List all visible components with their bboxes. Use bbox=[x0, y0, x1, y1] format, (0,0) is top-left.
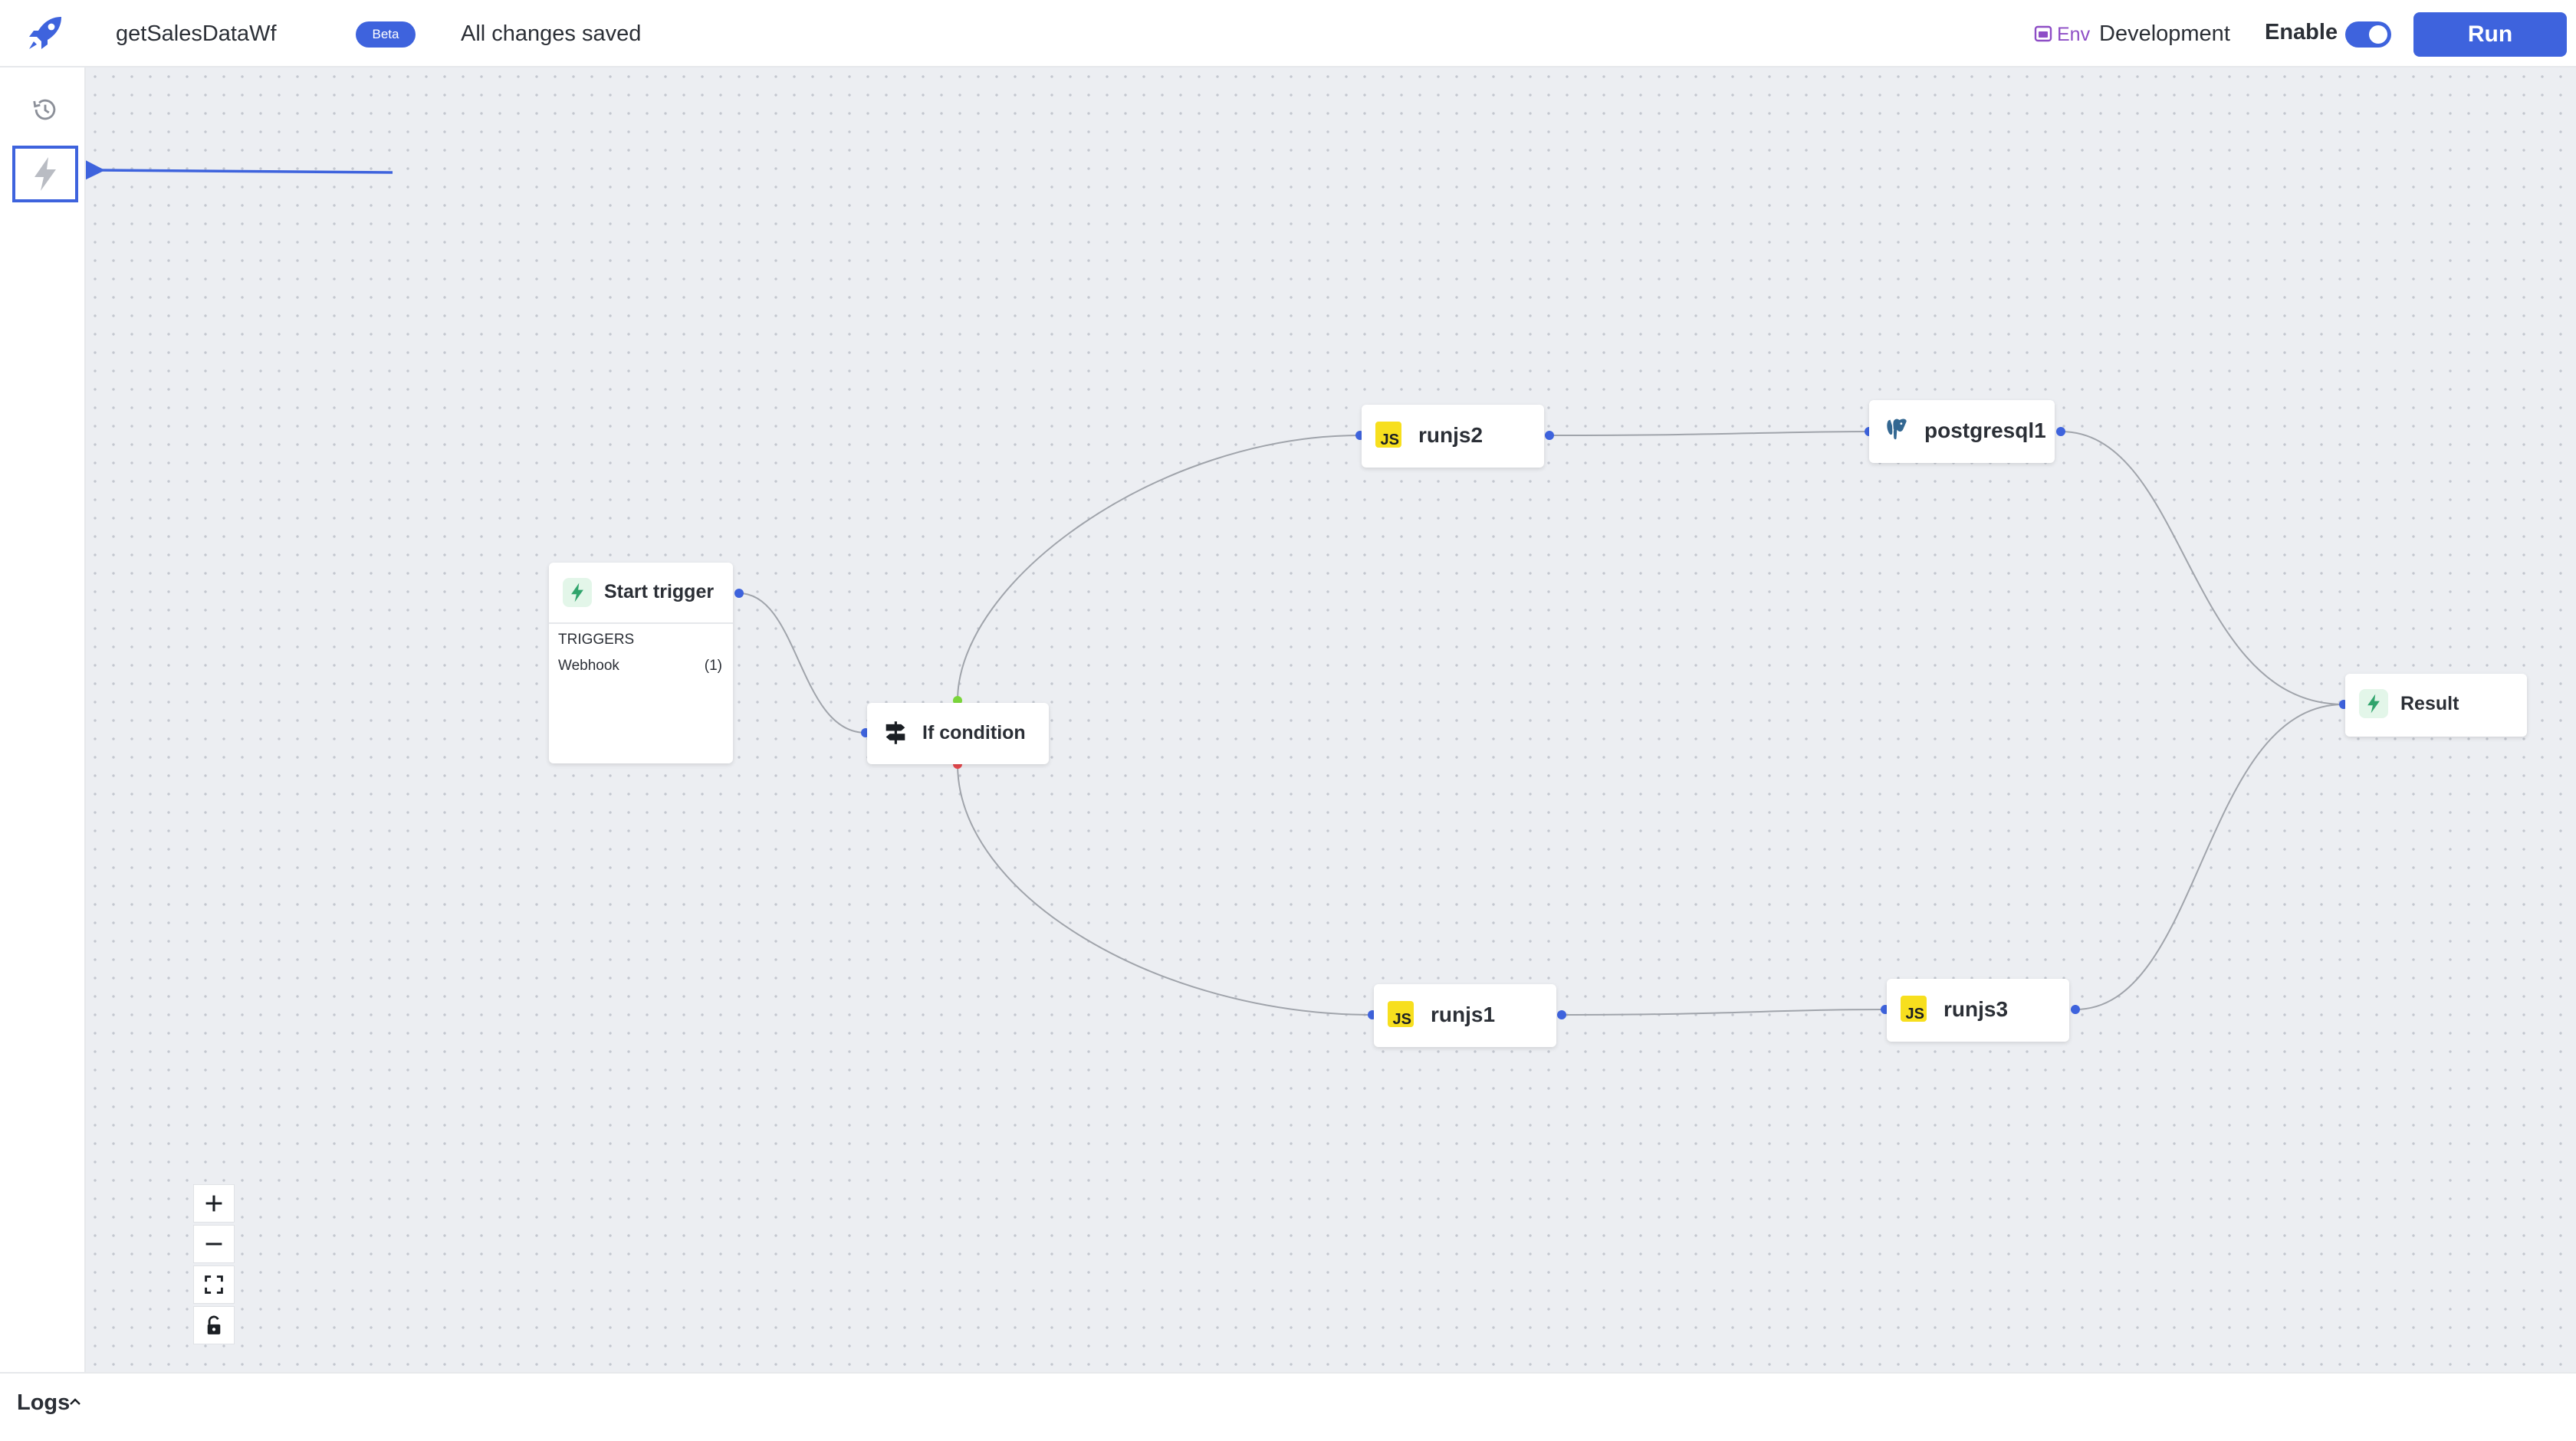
node-title: Result bbox=[2400, 693, 2459, 714]
lightning-icon bbox=[2359, 689, 2388, 718]
env-selector[interactable]: Development bbox=[2099, 21, 2230, 46]
toggle-knob bbox=[2369, 25, 2387, 44]
logs-panel[interactable]: Logs bbox=[0, 1372, 2576, 1441]
node-title: postgresql1 bbox=[1924, 419, 2046, 442]
node-header: Start trigger bbox=[549, 563, 733, 622]
node-start-trigger[interactable]: Start trigger TRIGGERS Webhook (1) bbox=[549, 563, 733, 763]
javascript-icon: JS bbox=[1375, 422, 1401, 448]
node-title: If condition bbox=[922, 722, 1026, 743]
minus-icon bbox=[205, 1242, 222, 1246]
lock-button[interactable] bbox=[193, 1306, 235, 1344]
divider bbox=[549, 622, 733, 624]
branch-icon bbox=[881, 718, 910, 747]
rocket-logo-icon[interactable] bbox=[25, 15, 64, 52]
edge-start-if bbox=[738, 592, 866, 734]
handle-postgresql1-out[interactable] bbox=[2056, 427, 2065, 436]
lock-icon bbox=[207, 1315, 221, 1334]
workflow-name[interactable]: getSalesDataWf bbox=[116, 21, 277, 46]
node-runjs3[interactable]: JS runjs3 bbox=[1887, 979, 2069, 1042]
workflow-canvas[interactable]: Start trigger TRIGGERS Webhook (1) If co… bbox=[86, 67, 2576, 1372]
handle-runjs2-out[interactable] bbox=[1545, 431, 1554, 440]
handle-start-out[interactable] bbox=[734, 589, 744, 598]
workflow-edges bbox=[86, 153, 2348, 1019]
plus-icon bbox=[205, 1195, 222, 1212]
env-label[interactable]: Env bbox=[2057, 24, 2091, 45]
run-button[interactable]: Run bbox=[2413, 12, 2567, 57]
node-title: Start trigger bbox=[604, 581, 715, 602]
javascript-icon: JS bbox=[1901, 996, 1927, 1022]
lightning-icon bbox=[563, 578, 592, 607]
history-button[interactable] bbox=[12, 81, 78, 138]
beta-badge: Beta bbox=[356, 21, 416, 48]
edge-runjs3-result bbox=[2075, 704, 2344, 1010]
postgresql-icon bbox=[1883, 415, 1912, 445]
node-runjs2[interactable]: JS runjs2 bbox=[1362, 405, 1544, 468]
enable-label: Enable bbox=[2265, 20, 2338, 44]
environment-icon[interactable] bbox=[2034, 25, 2052, 43]
edge-if-runjs1 bbox=[957, 763, 1373, 1016]
zoom-out-button[interactable] bbox=[193, 1225, 235, 1263]
edge-if-runjs2 bbox=[957, 435, 1361, 701]
edge-postgresql1-result bbox=[2060, 431, 2344, 705]
handle-runjs3-out[interactable] bbox=[2071, 1005, 2080, 1014]
handle-runjs1-out[interactable] bbox=[1557, 1010, 1566, 1019]
fit-view-icon bbox=[205, 1275, 223, 1294]
chevron-up-icon[interactable] bbox=[69, 1397, 81, 1406]
node-runjs1[interactable]: JS runjs1 bbox=[1374, 984, 1556, 1047]
lightning-icon bbox=[34, 157, 56, 191]
enable-toggle[interactable] bbox=[2345, 21, 2391, 48]
triggers-button[interactable] bbox=[12, 146, 78, 202]
node-if-condition[interactable]: If condition bbox=[867, 703, 1049, 764]
logs-toggle[interactable]: Logs bbox=[17, 1390, 71, 1415]
node-title: runjs1 bbox=[1431, 1003, 1496, 1026]
node-result[interactable]: Result bbox=[2345, 674, 2527, 737]
node-title: runjs3 bbox=[1944, 997, 2009, 1021]
history-icon bbox=[33, 99, 56, 120]
trigger-count: (1) bbox=[704, 658, 722, 674]
left-sidebar bbox=[0, 67, 86, 1372]
zoom-in-button[interactable] bbox=[193, 1184, 235, 1223]
edge-runjs2-postgresql1 bbox=[1549, 431, 1870, 436]
node-postgresql1[interactable]: postgresql1 bbox=[1869, 400, 2055, 463]
triggers-heading: TRIGGERS bbox=[558, 632, 635, 648]
top-bar: getSalesDataWf Beta All changes saved En… bbox=[0, 0, 2576, 67]
node-title: runjs2 bbox=[1418, 423, 1484, 447]
edge-runjs1-runjs3 bbox=[1561, 1009, 1886, 1016]
javascript-icon: JS bbox=[1388, 1001, 1414, 1027]
annotation-arrow bbox=[86, 153, 393, 186]
save-status: All changes saved bbox=[461, 21, 642, 46]
trigger-webhook[interactable]: Webhook bbox=[558, 658, 619, 674]
fit-view-button[interactable] bbox=[193, 1265, 235, 1304]
